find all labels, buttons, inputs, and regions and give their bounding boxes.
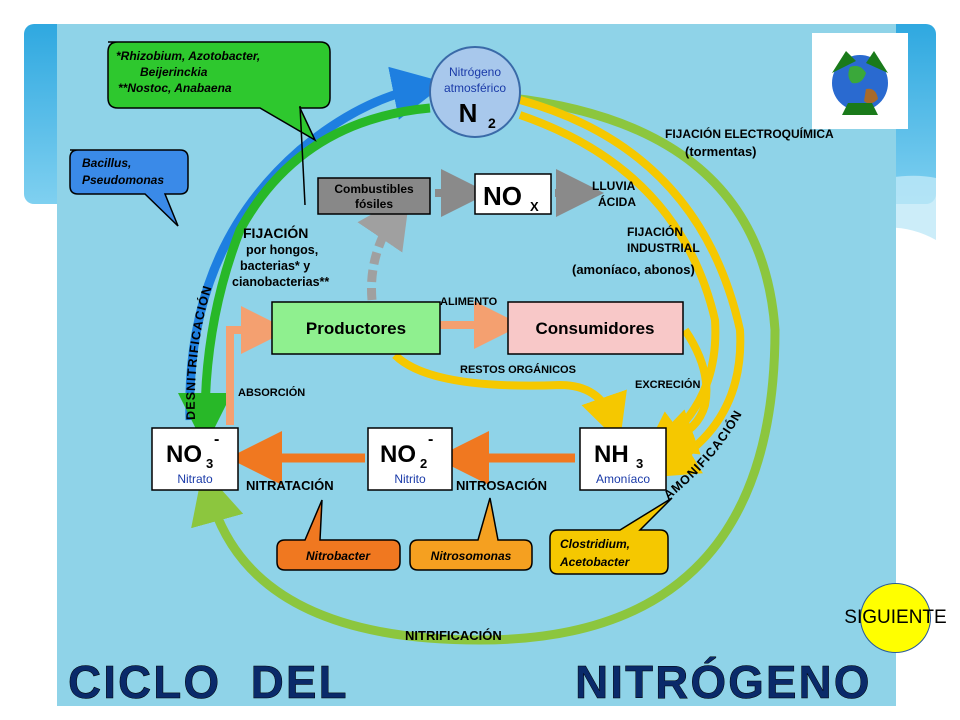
ammonia-name: Amoníaco bbox=[596, 472, 650, 486]
nitrite-name: Nitrito bbox=[394, 472, 426, 486]
industrial-fixation-arrow bbox=[518, 111, 720, 460]
nitrate-sup: - bbox=[214, 431, 219, 448]
nitrite-sup: - bbox=[428, 431, 433, 448]
svg-text:AMONIFICACIÓN: AMONIFICACIÓN bbox=[661, 408, 745, 503]
fixers-line1: *Rhizobium, Azotobacter, bbox=[116, 49, 260, 63]
fixers-pointer bbox=[299, 105, 306, 206]
nitrosomonas-callout: Nitrosomonas bbox=[409, 497, 533, 571]
nitrate-formula: NO bbox=[166, 441, 202, 468]
fossil-fuels-box: Combustibles fósiles bbox=[317, 177, 431, 215]
industrial-line2: INDUSTRIAL bbox=[627, 241, 700, 255]
next-button[interactable]: SIGUIENTE bbox=[844, 583, 947, 653]
consumers-box: Consumidores bbox=[507, 301, 684, 355]
nitrate-sub: 3 bbox=[206, 456, 213, 471]
fixers-line2: Beijerinckia bbox=[140, 65, 208, 79]
nitrification-label: NITRIFICACIÓN bbox=[405, 628, 502, 643]
nitrification-arc bbox=[191, 90, 780, 645]
fixation-line3: cianobacterias** bbox=[232, 275, 329, 289]
absorption-arrow bbox=[226, 306, 289, 425]
grey-dashed-arrow bbox=[357, 192, 411, 301]
fixation-line1: por hongos, bbox=[246, 243, 318, 257]
excretion-arrow bbox=[647, 327, 711, 455]
acid-rain-line2: ÁCIDA bbox=[598, 194, 636, 209]
fixers-line3: **Nostoc, Anabaena bbox=[118, 81, 232, 95]
nitrosation-label: NITROSACIÓN bbox=[456, 478, 547, 493]
producers-box: Productores bbox=[271, 301, 441, 355]
fossil-line1: Combustibles bbox=[334, 182, 414, 196]
ammonifiers-line2: Acetobacter bbox=[559, 555, 631, 569]
fixation-line2: bacterias* y bbox=[240, 259, 310, 273]
nitratation-label: NITRATACIÓN bbox=[246, 478, 334, 493]
nox-box: NO X bbox=[474, 173, 552, 215]
fixers-callout: *Rhizobium, Azotobacter, Beijerinckia **… bbox=[107, 41, 331, 142]
n2-sub: 2 bbox=[488, 115, 496, 131]
title-left: CICLO DEL bbox=[68, 656, 349, 708]
electrochemical-fixation-arrow bbox=[518, 96, 745, 478]
n2-label-line2: atmosférico bbox=[444, 81, 506, 95]
denitrifiers-callout: Bacillus, Pseudomonas bbox=[69, 149, 189, 227]
denitrifiers-line2: Pseudomonas bbox=[82, 173, 164, 187]
acid-rain-line1: LLUVIA bbox=[592, 179, 636, 193]
consumers-label: Consumidores bbox=[535, 319, 654, 338]
nitrosomonas-label: Nitrosomonas bbox=[431, 549, 512, 563]
nitrite-sub: 2 bbox=[420, 456, 427, 471]
recycle-globe-icon bbox=[832, 51, 888, 115]
recycle-globe-logo bbox=[812, 33, 908, 129]
nitrobacter-label: Nitrobacter bbox=[306, 549, 371, 563]
title-right: NITRÓGENO bbox=[575, 656, 872, 708]
industrial-line3: (amoníaco, abonos) bbox=[572, 262, 695, 277]
nitrate-name: Nitrato bbox=[177, 472, 213, 486]
n2-formula: N bbox=[459, 98, 478, 128]
denitrifiers-line1: Bacillus, bbox=[82, 156, 131, 170]
nitrate-box: NO 3 - Nitrato bbox=[151, 427, 239, 491]
ammonifiers-line1: Clostridium, bbox=[560, 537, 630, 551]
excretion-label: EXCRECIÓN bbox=[635, 378, 700, 391]
food-label: ALIMENTO bbox=[440, 296, 498, 308]
electrochemical-line2: (tormentas) bbox=[685, 144, 757, 159]
fossil-line2: fósiles bbox=[355, 197, 393, 211]
ammonia-sub: 3 bbox=[636, 456, 643, 471]
n2-node: Nitrógeno atmosférico N 2 bbox=[429, 46, 521, 138]
organic-remains-arrow bbox=[392, 352, 627, 443]
electrochemical-line1: FIJACIÓN ELECTROQUÍMICA bbox=[665, 126, 834, 141]
producers-label: Productores bbox=[306, 319, 406, 338]
fixation-arrow bbox=[178, 103, 431, 447]
fixation-title: FIJACIÓN bbox=[243, 224, 308, 241]
ammonia-formula: NH bbox=[594, 441, 629, 468]
absorption-label: ABSORCIÓN bbox=[238, 386, 305, 399]
nitrite-formula: NO bbox=[380, 441, 416, 468]
organic-remains-label: RESTOS ORGÁNICOS bbox=[460, 363, 576, 376]
nitrobacter-callout: Nitrobacter bbox=[276, 499, 401, 571]
nitrite-box: NO 2 - Nitrito bbox=[367, 427, 453, 491]
ammonia-box: NH 3 Amoníaco bbox=[579, 427, 667, 491]
ammonification-label: AMONIFICACIÓN bbox=[661, 408, 744, 503]
industrial-line1: FIJACIÓN bbox=[627, 224, 683, 239]
n2-label-line1: Nitrógeno bbox=[449, 65, 501, 79]
nox-formula: NO bbox=[483, 181, 522, 211]
nox-sub: X bbox=[530, 199, 539, 214]
ammonifiers-callout: Clostridium, Acetobacter bbox=[549, 497, 673, 575]
